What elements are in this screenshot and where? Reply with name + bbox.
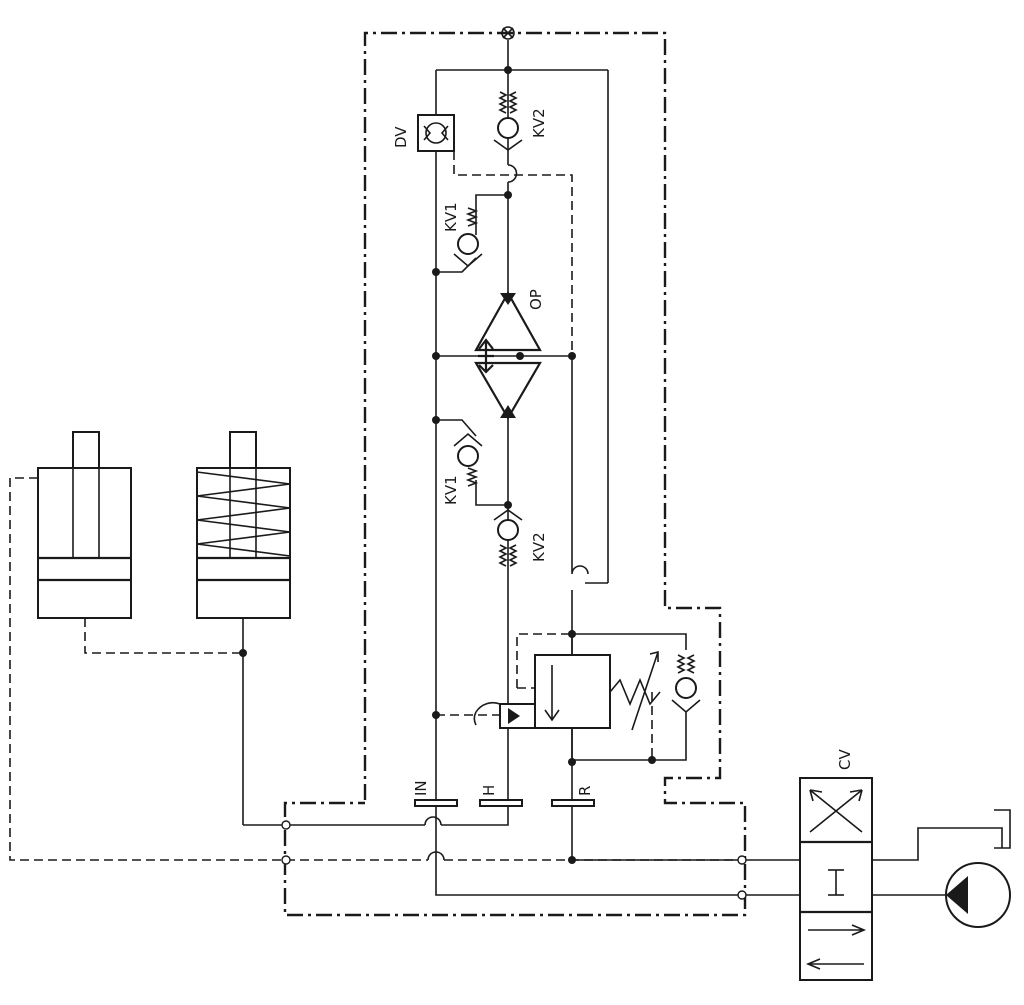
pump-source (945, 862, 1011, 928)
ports (414, 799, 595, 807)
label-op: OP (527, 289, 545, 310)
label-cv: CV (836, 749, 854, 770)
label-kv1-bottom: KV1 (442, 475, 460, 505)
tank-symbol (994, 809, 1011, 849)
label-kv2-bottom: KV2 (530, 532, 548, 562)
check-valve-kv1-bottom (436, 419, 508, 506)
pilot-dv (453, 151, 573, 350)
cylinder-left (37, 431, 243, 654)
pump-op (436, 290, 572, 421)
block-enclosure (283, 31, 747, 917)
vent-symbol (501, 26, 515, 40)
check-valve-kv2-top (493, 91, 523, 151)
manifold-lines (243, 806, 800, 900)
label-port-h: H (480, 785, 498, 796)
check-valve-kv1-top (436, 194, 508, 273)
line-r-vertical (571, 355, 589, 800)
jump-arc-top (507, 164, 518, 183)
check-valve-kv2-bottom (493, 509, 523, 567)
relief-valve (436, 633, 701, 762)
shuttle-valve-dv (417, 114, 455, 152)
label-port-r: R (576, 786, 594, 796)
label-port-in: IN (412, 780, 430, 796)
cylinder-spring (196, 431, 291, 825)
label-kv1-top: KV1 (442, 202, 460, 232)
label-kv2-top: KV2 (530, 108, 548, 138)
directional-valve-cv (799, 777, 1003, 981)
pilot-left-cylinder (9, 477, 286, 861)
label-dv: DV (392, 126, 410, 148)
